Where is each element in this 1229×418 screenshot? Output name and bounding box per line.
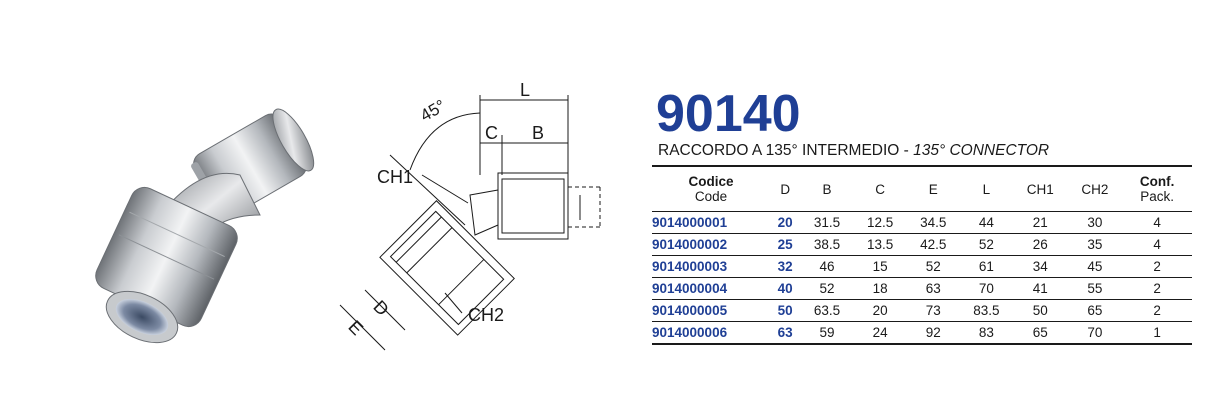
product-code-title: 90140 bbox=[656, 85, 801, 143]
table-cell: 4 bbox=[1153, 215, 1161, 230]
table-cell: 34 bbox=[1032, 259, 1048, 274]
subtitle-separator: - bbox=[899, 142, 914, 159]
table-cell: 92 bbox=[925, 325, 941, 340]
drawing-label-angle: 45° bbox=[417, 96, 449, 125]
table-cell: 2 bbox=[1153, 303, 1161, 318]
table-cell: 2 bbox=[1153, 259, 1161, 274]
table-row: 9014000005 50 63.5 20 73 83.5 50 65 2 bbox=[652, 300, 1192, 322]
table-header-cell: D bbox=[780, 181, 791, 197]
drawing-label-C: C bbox=[485, 123, 498, 143]
table-cell: 83 bbox=[978, 325, 994, 340]
table-cell: 34.5 bbox=[920, 215, 947, 230]
product-subtitle: RACCORDO A 135° INTERMEDIO - 135° CONNEC… bbox=[658, 142, 1049, 160]
cell-code: 9014000005 bbox=[652, 303, 728, 318]
table-row: 9014000006 63 59 24 92 83 65 70 1 bbox=[652, 322, 1192, 344]
drawing-label-CH1: CH1 bbox=[377, 167, 413, 187]
drawing-label-L: L bbox=[520, 80, 530, 100]
table-cell: 52 bbox=[978, 237, 994, 252]
table-cell: 42.5 bbox=[920, 237, 947, 252]
cell-code: 9014000001 bbox=[652, 215, 728, 230]
table-row: 9014000002 25 38.5 13.5 42.5 52 26 35 4 bbox=[652, 234, 1192, 256]
table-cell: 41 bbox=[1032, 281, 1048, 296]
table-header-cell: CH1 bbox=[1026, 181, 1054, 197]
table-cell: 63 bbox=[777, 325, 793, 340]
table-cell: 70 bbox=[978, 281, 994, 296]
table-cell: 83.5 bbox=[973, 303, 1000, 318]
table-cell: 20 bbox=[872, 303, 888, 318]
drawing-label-D: D bbox=[369, 296, 392, 319]
table-cell: 61 bbox=[978, 259, 994, 274]
table-cell: 44 bbox=[978, 215, 994, 230]
table-cell: 4 bbox=[1153, 237, 1161, 252]
table-cell: 50 bbox=[1032, 303, 1048, 318]
cell-code: 9014000002 bbox=[652, 237, 728, 252]
table-cell: 12.5 bbox=[866, 215, 894, 230]
table-header-sub: Pack. bbox=[1140, 189, 1174, 204]
table-cell: 13.5 bbox=[866, 237, 894, 252]
table-cell: 2 bbox=[1153, 281, 1161, 296]
subtitle-italian: RACCORDO A 135° INTERMEDIO bbox=[658, 142, 900, 159]
table-cell: 40 bbox=[777, 281, 793, 296]
table-cell: 26 bbox=[1032, 237, 1048, 252]
cell-code: 9014000003 bbox=[652, 259, 728, 274]
drawing-label-B: B bbox=[532, 123, 544, 143]
table-cell: 24 bbox=[872, 325, 888, 340]
table-cell: 46 bbox=[819, 259, 835, 274]
table-cell: 31.5 bbox=[813, 215, 841, 230]
table-cell: 38.5 bbox=[813, 237, 841, 252]
table-cell: 63.5 bbox=[813, 303, 841, 318]
drawing-label-CH2: CH2 bbox=[468, 305, 504, 325]
table-header-main: Conf. bbox=[1139, 174, 1175, 189]
table-cell: 25 bbox=[777, 237, 793, 252]
table-row: 9014000001 20 31.5 12.5 34.5 44 21 30 4 bbox=[652, 212, 1192, 234]
table-cell: 45 bbox=[1087, 259, 1103, 274]
table-cell: 59 bbox=[819, 325, 835, 340]
table-cell: 20 bbox=[777, 215, 793, 230]
table-header-cell: E bbox=[928, 181, 938, 197]
table-row: 9014000004 40 52 18 63 70 41 55 2 bbox=[652, 278, 1192, 300]
table-header-sub: Code bbox=[694, 189, 728, 204]
table-cell: 15 bbox=[872, 259, 888, 274]
table-header-cell: Conf.Pack. bbox=[1122, 166, 1192, 212]
product-photo bbox=[95, 108, 315, 344]
table-cell: 1 bbox=[1153, 325, 1161, 340]
table-cell: 52 bbox=[925, 259, 941, 274]
cell-code: 9014000004 bbox=[652, 281, 728, 296]
table-cell: 30 bbox=[1087, 215, 1103, 230]
table-cell: 52 bbox=[819, 281, 835, 296]
table-header-main: Codice bbox=[688, 174, 734, 189]
table-header-cell: B bbox=[822, 181, 832, 197]
table-row: 9014000003 32 46 15 52 61 34 45 2 bbox=[652, 256, 1192, 278]
table-header-cell: L bbox=[982, 181, 991, 197]
table-cell: 18 bbox=[872, 281, 888, 296]
table-cell: 50 bbox=[777, 303, 793, 318]
table-cell: 65 bbox=[1087, 303, 1103, 318]
table-cell: 73 bbox=[925, 303, 941, 318]
table-cell: 35 bbox=[1087, 237, 1103, 252]
table-cell: 21 bbox=[1032, 215, 1048, 230]
table-header-cell: CH2 bbox=[1081, 181, 1109, 197]
drawing-label-E: E bbox=[344, 316, 367, 339]
technical-drawing: 45° L C B CH1 CH2 D E bbox=[339, 80, 601, 351]
table-cell: 32 bbox=[777, 259, 793, 274]
table-cell: 63 bbox=[925, 281, 941, 296]
table-cell: 55 bbox=[1087, 281, 1103, 296]
subtitle-english: 135° CONNECTOR bbox=[913, 142, 1050, 159]
table-cell: 70 bbox=[1087, 325, 1103, 340]
table-cell: 65 bbox=[1032, 325, 1048, 340]
table-header-cell: C bbox=[875, 181, 885, 197]
cell-code: 9014000006 bbox=[652, 325, 728, 340]
